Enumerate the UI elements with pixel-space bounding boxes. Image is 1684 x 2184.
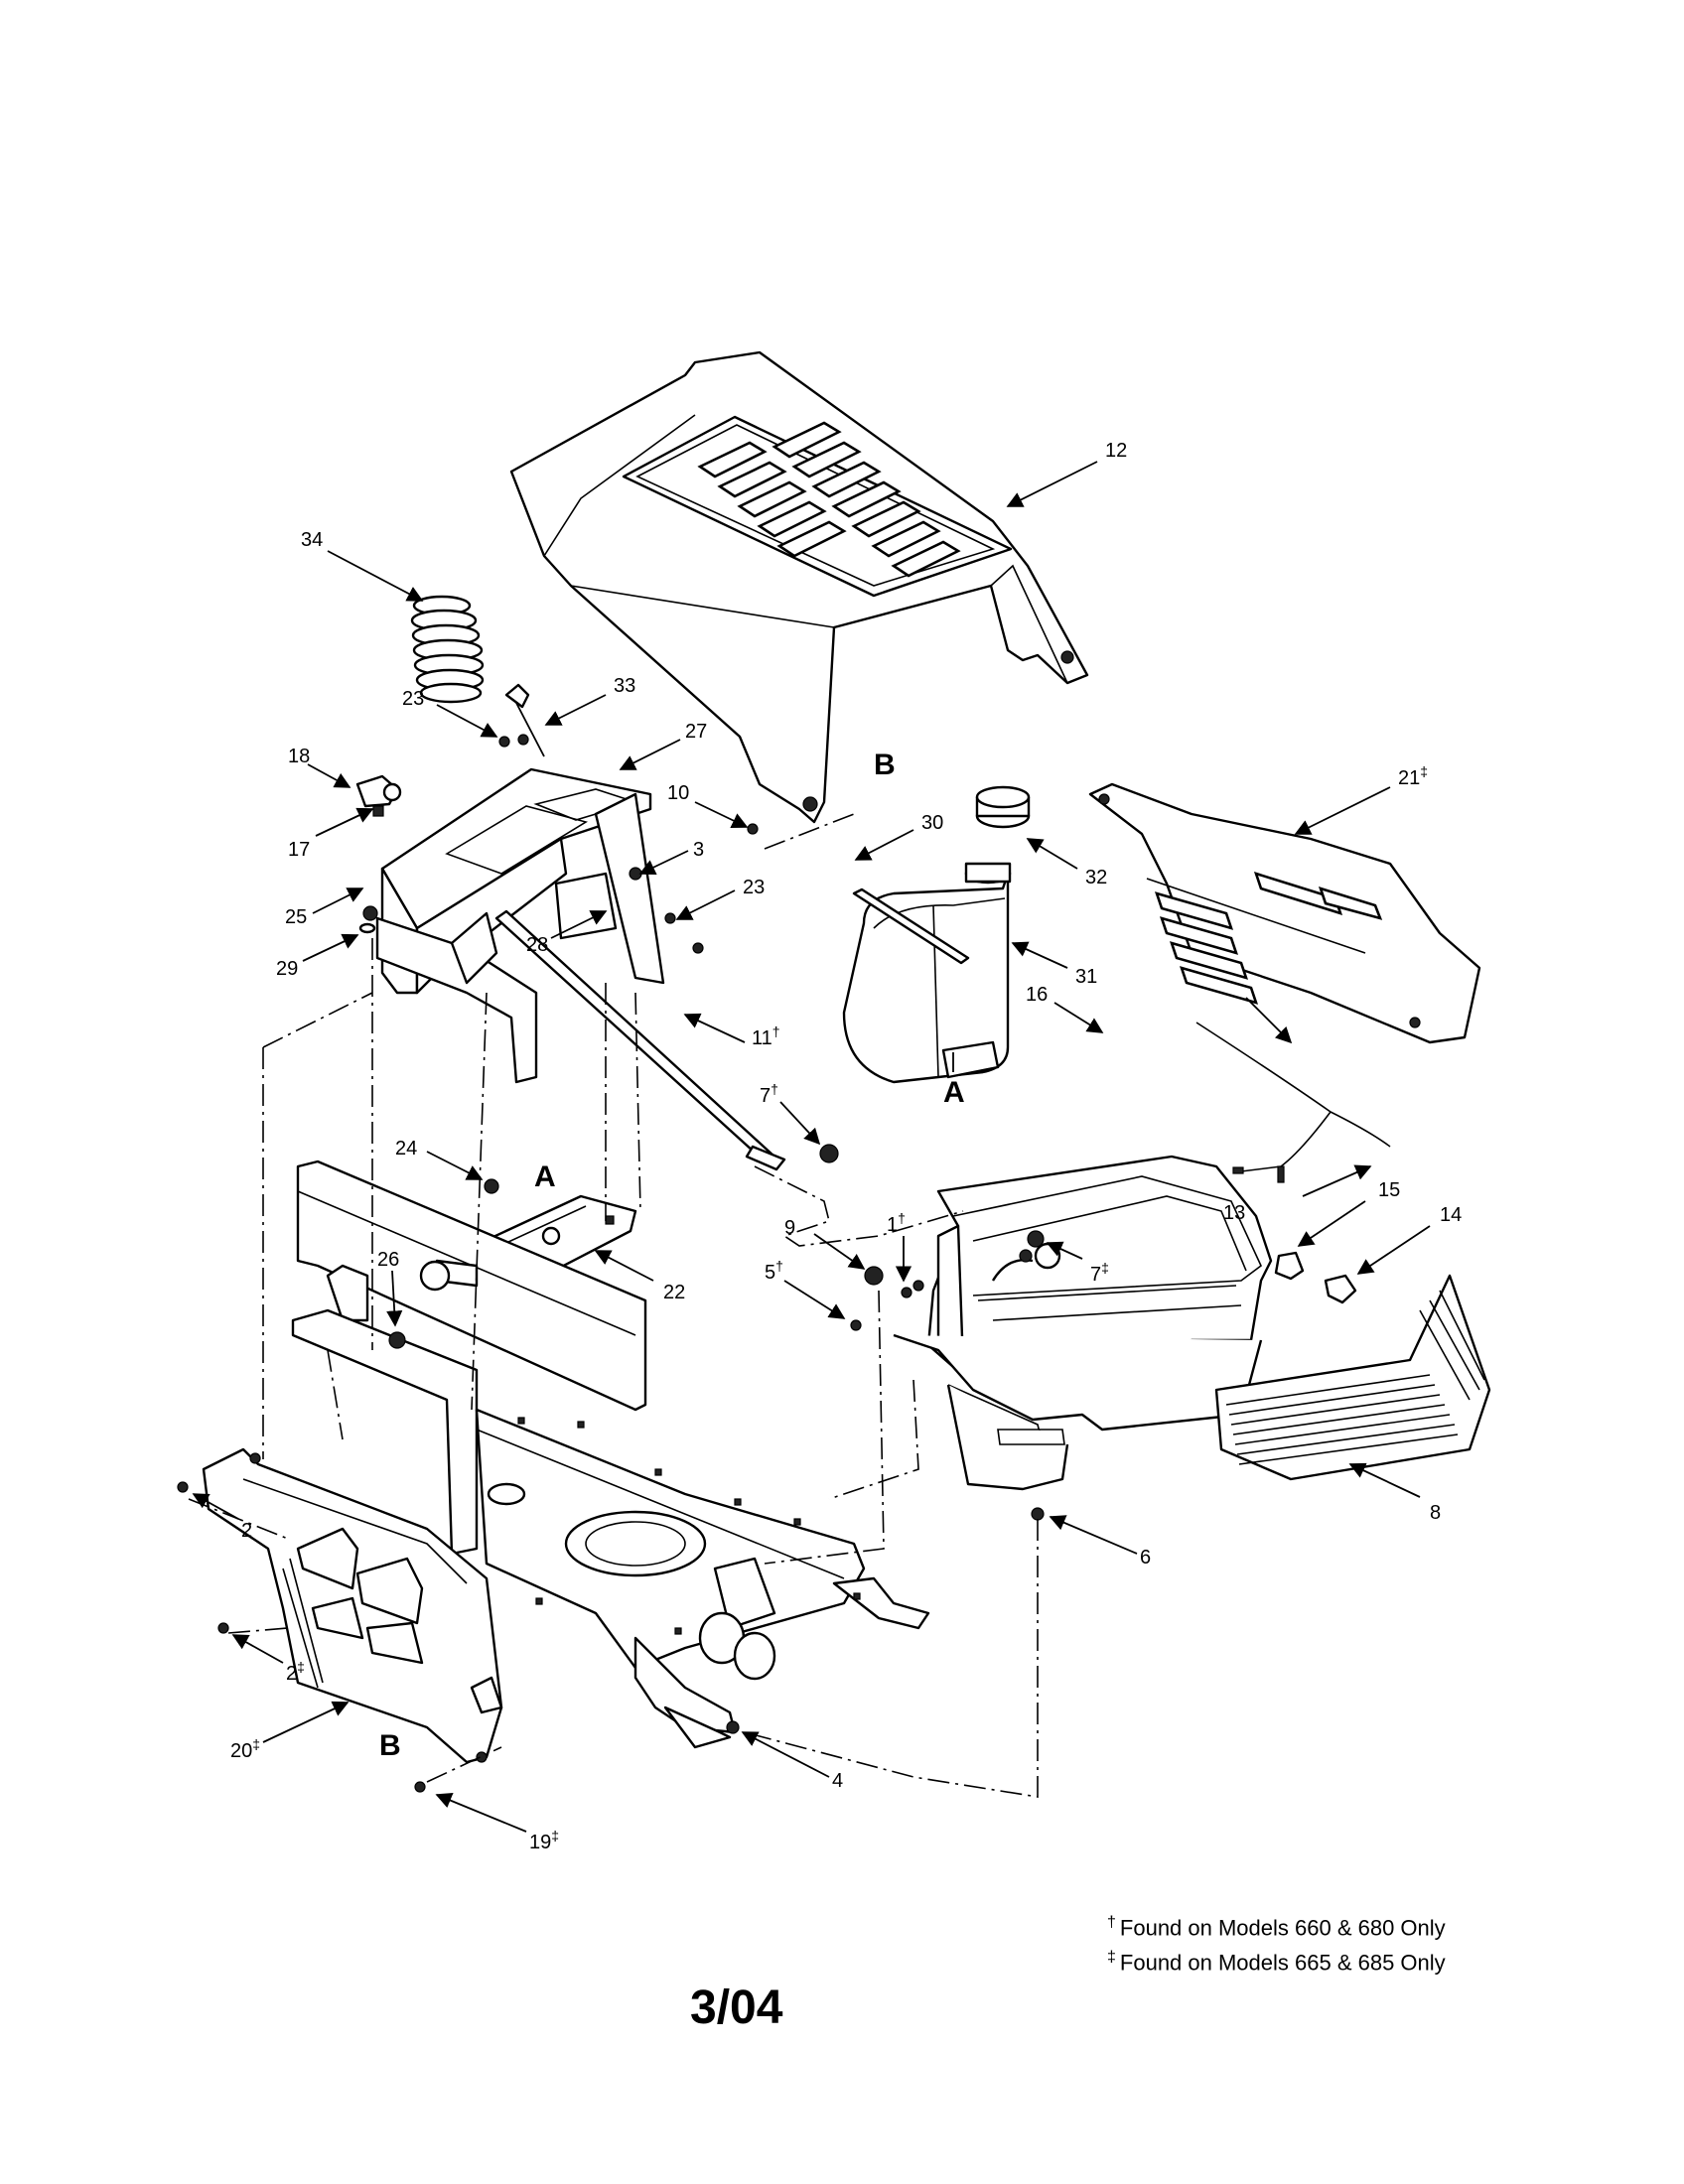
callout-19: 19‡ <box>529 1828 559 1853</box>
wire-harness <box>1195 1022 1391 1183</box>
callout-1: 1† <box>887 1210 906 1236</box>
callout-2-lower: 2‡ <box>286 1659 305 1685</box>
callout-17: 17 <box>288 839 310 861</box>
callout-14: 14 <box>1440 1204 1462 1226</box>
hood-vent-grid <box>697 421 961 578</box>
callout-29: 29 <box>276 958 298 980</box>
callout-13: 13 <box>1223 1202 1245 1224</box>
hood-front-housing <box>893 1155 1273 1491</box>
marker-b-hood: B <box>874 749 896 781</box>
callout-30: 30 <box>921 812 943 834</box>
callout-9: 9 <box>784 1217 795 1239</box>
callout-15: 15 <box>1378 1179 1400 1201</box>
fasteners <box>177 734 1045 1793</box>
callout-5: 5† <box>765 1258 783 1284</box>
callout-8: 8 <box>1430 1502 1441 1524</box>
marker-a-bracket: A <box>534 1160 556 1193</box>
light-switch <box>355 774 402 817</box>
callout-23-mid: 23 <box>743 877 765 898</box>
revision-date: 3/04 <box>690 1981 783 2034</box>
callout-12: 12 <box>1105 440 1127 462</box>
hood-top <box>509 350 1089 824</box>
footnote-double-dagger: ‡Found on Models 665 & 685 Only <box>1107 1949 1446 1976</box>
callout-7-lower: 7‡ <box>1090 1260 1109 1286</box>
callout-31: 31 <box>1075 966 1097 988</box>
callout-21: 21‡ <box>1398 763 1428 789</box>
ignition-key <box>504 683 545 757</box>
callout-18: 18 <box>288 746 310 767</box>
callout-2-upper: 2 <box>241 1520 252 1542</box>
callout-26: 26 <box>377 1249 399 1271</box>
light-bulb <box>1274 1251 1357 1304</box>
callout-3: 3 <box>693 839 704 861</box>
front-grille <box>1214 1274 1491 1481</box>
tank-strap <box>494 909 786 1171</box>
callout-34: 34 <box>301 529 323 551</box>
callout-32: 32 <box>1085 867 1107 888</box>
side-panel-right <box>1088 782 1481 1044</box>
callout-25: 25 <box>285 906 307 928</box>
callout-6: 6 <box>1140 1547 1151 1569</box>
callout-10: 10 <box>667 782 689 804</box>
reference-markers: B A A B <box>379 749 965 1762</box>
callout-7-top: 7† <box>760 1081 778 1107</box>
bellows-boot <box>410 595 485 704</box>
callout-23-top: 23 <box>402 688 424 710</box>
fuel-cap <box>975 785 1031 829</box>
alignment-lines <box>188 813 1039 1798</box>
callout-labels: 12 34 23 33 27 18 17 10 3 30 32 21‡ 25 2… <box>230 440 1462 1853</box>
callout-28: 28 <box>526 934 548 956</box>
marker-b-bumper: B <box>379 1729 401 1762</box>
front-bumper-panel <box>202 1447 503 1764</box>
leader-lines <box>192 461 1431 1833</box>
callout-4: 4 <box>832 1770 843 1792</box>
fuel-gauge-rod <box>852 887 970 965</box>
dash-support-bracket <box>375 911 538 1084</box>
callout-20: 20‡ <box>230 1736 260 1762</box>
chassis-frame <box>291 1160 930 1749</box>
callout-33: 33 <box>614 675 635 697</box>
callout-24: 24 <box>395 1138 417 1160</box>
footnote-dagger: †Found on Models 660 & 680 Only <box>1107 1914 1446 1941</box>
callout-16: 16 <box>1026 984 1048 1006</box>
marker-a-tank: A <box>943 1076 965 1109</box>
callout-22: 22 <box>663 1282 685 1303</box>
fuel-tank <box>842 862 1012 1084</box>
callout-11: 11† <box>752 1024 780 1049</box>
footnotes: †Found on Models 660 & 680 Only ‡Found o… <box>1107 1908 1446 1979</box>
callout-27: 27 <box>685 721 707 743</box>
